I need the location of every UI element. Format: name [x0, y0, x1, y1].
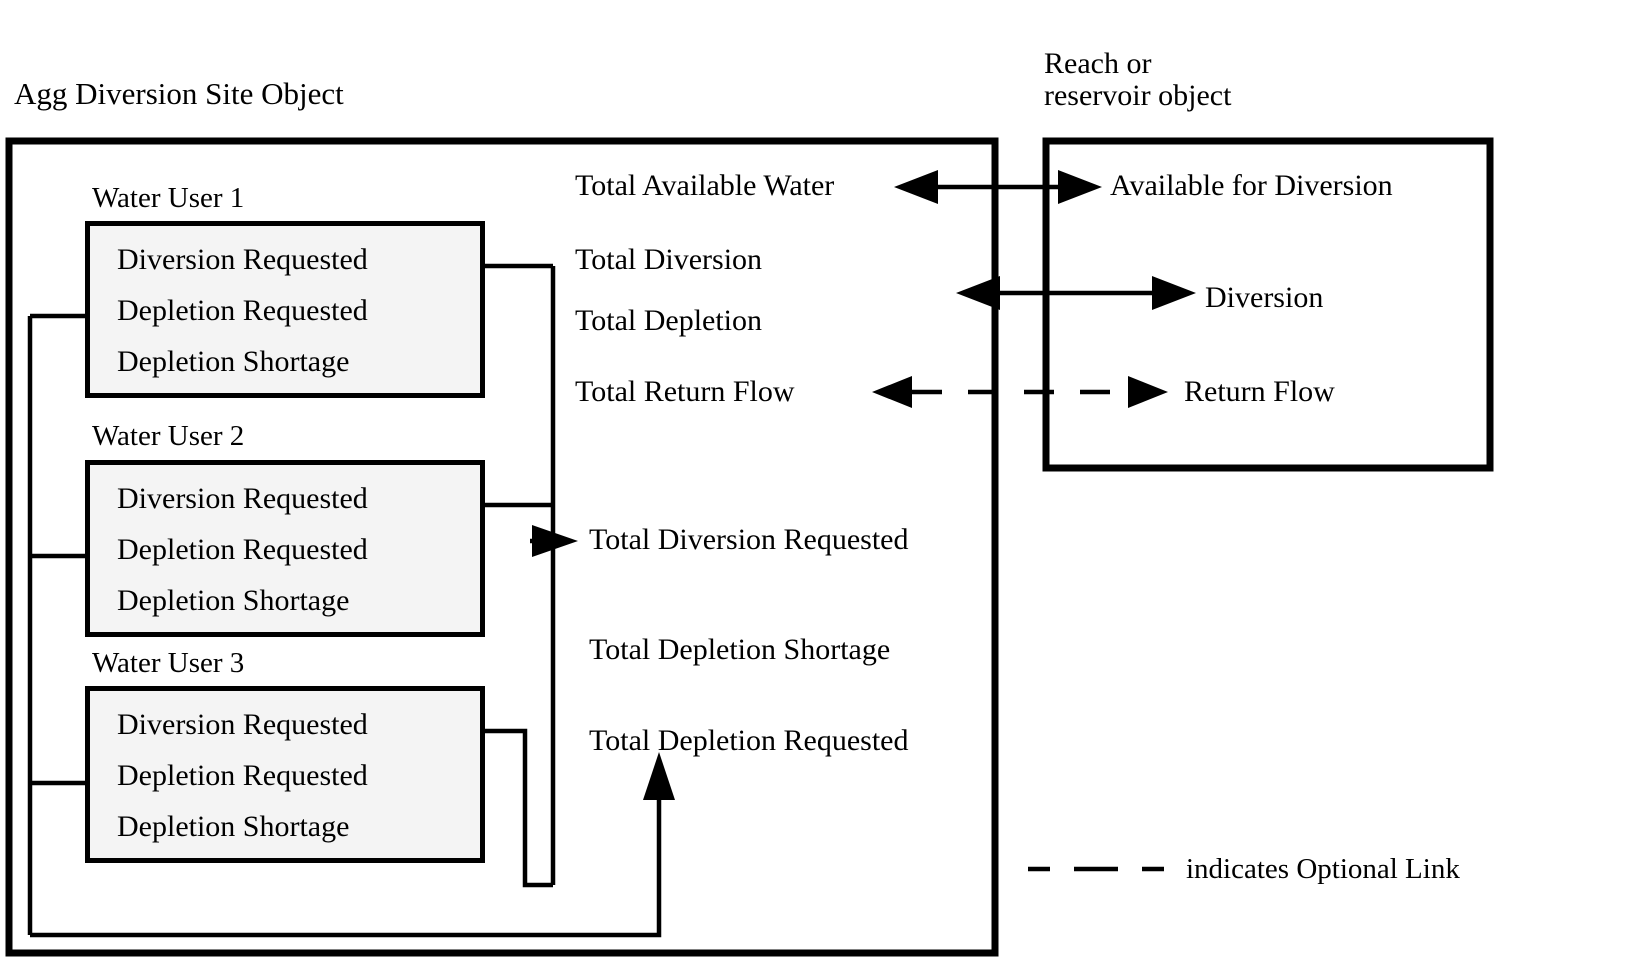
arrow-total-diversion: [956, 276, 1000, 310]
water-user-2-diversion-requested: Diversion Requested: [117, 482, 368, 515]
water-user-3-caption: Water User 3: [92, 647, 245, 679]
slot-total-diversion: Total Diversion: [575, 243, 763, 276]
arrow-total-return-flow: [872, 376, 912, 408]
slot-total-depletion-shortage: Total Depletion Shortage: [589, 633, 891, 666]
right-bus-stub-user3: [470, 728, 553, 888]
water-user-3-box[interactable]: Diversion Requested Depletion Requested …: [85, 686, 485, 863]
slot-diversion: Diversion: [1205, 281, 1324, 314]
water-user-1-caption: Water User 1: [92, 182, 245, 214]
arrow-available-for-diversion: [1058, 170, 1102, 204]
water-user-1-depletion-shortage: Depletion Shortage: [117, 345, 350, 378]
water-user-2-depletion-requested: Depletion Requested: [117, 533, 368, 566]
slot-available-for-diversion: Available for Diversion: [1110, 169, 1393, 202]
reach-object-title-line2: reservoir object: [1044, 79, 1232, 113]
reach-object-title-line1: Reach or: [1044, 47, 1152, 80]
arrow-total-diversion-requested: [532, 525, 578, 557]
reach-object-title: Reach or reservoir object: [1044, 47, 1232, 113]
slot-total-depletion: Total Depletion: [575, 304, 763, 337]
slot-total-depletion-requested: Total Depletion Requested: [589, 724, 909, 757]
arrow-total-depletion-requested: [643, 752, 675, 800]
water-user-2-depletion-shortage: Depletion Shortage: [117, 584, 350, 617]
slot-total-available-water: Total Available Water: [575, 169, 835, 202]
water-user-3-depletion-shortage: Depletion Shortage: [117, 810, 350, 843]
legend-label: indicates Optional Link: [1186, 853, 1460, 885]
arrow-reach-return-flow: [1128, 376, 1168, 408]
water-user-1-depletion-requested: Depletion Requested: [117, 294, 368, 327]
slot-total-return-flow: Total Return Flow: [575, 375, 795, 408]
reach-reservoir-object-box: [1042, 137, 1494, 472]
water-user-1-box[interactable]: Diversion Requested Depletion Requested …: [85, 221, 485, 398]
water-user-2-caption: Water User 2: [92, 420, 245, 452]
left-bus-bottom-run: [30, 795, 662, 938]
water-user-2-box[interactable]: Diversion Requested Depletion Requested …: [85, 460, 485, 637]
water-user-3-diversion-requested: Diversion Requested: [117, 708, 368, 741]
slot-total-diversion-requested: Total Diversion Requested: [589, 523, 909, 556]
arrow-reach-diversion: [1152, 276, 1196, 310]
water-user-1-diversion-requested: Diversion Requested: [117, 243, 368, 276]
slot-return-flow: Return Flow: [1184, 375, 1335, 408]
arrow-total-available-water: [894, 170, 938, 204]
water-user-3-depletion-requested: Depletion Requested: [117, 759, 368, 792]
agg-site-object-box: [5, 137, 999, 957]
page-title: Agg Diversion Site Object: [14, 76, 344, 111]
